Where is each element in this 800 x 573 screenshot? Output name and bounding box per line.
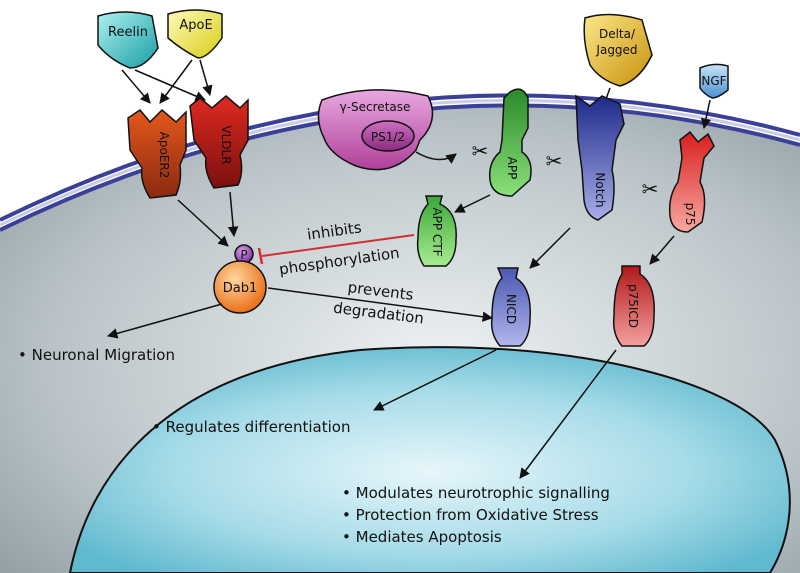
dab1-label: Dab1 <box>223 281 258 296</box>
vldlr-receptor <box>189 95 249 189</box>
arrow-app-ctf <box>454 194 491 213</box>
ngf-ligand <box>699 63 729 99</box>
outcome-modulates-signalling: • Modulates neurotrophic signalling <box>342 484 610 502</box>
arrow-apoe-vldlr <box>199 59 213 97</box>
arrow-reelin-apoer2 <box>121 69 151 104</box>
vldlr-label: VLDLR <box>219 125 233 164</box>
p75icd-label: p75ICD <box>626 284 640 328</box>
p75icd-fragment <box>612 265 655 347</box>
arrow-apoer2-dab1 <box>177 199 229 247</box>
arrow-apoe-apoer2 <box>159 59 193 104</box>
arrow-vldlr-dab1 <box>227 191 239 238</box>
app-ctf-label: APP CTF <box>430 207 444 256</box>
reelin-label: Reelin <box>108 25 148 40</box>
ps12-label: PS1/2 <box>371 130 405 144</box>
notch-label: Notch <box>593 172 607 207</box>
apoer2-receptor <box>127 108 187 199</box>
reelin-ligand <box>97 11 159 69</box>
arrow-p75icd-outcomes <box>519 349 617 479</box>
delta-jagged-label-line2: Jagged <box>595 43 637 57</box>
dab1-protein <box>213 260 267 314</box>
app-ctf-fragment <box>416 195 457 267</box>
app-label: APP <box>505 157 519 180</box>
scissors-icon-notch: ✂ <box>546 149 563 173</box>
apoer2-label: ApoER2 <box>157 132 171 179</box>
notch-receptor <box>575 94 625 221</box>
p75-receptor <box>668 130 715 233</box>
outcome-regulates-differentiation: • Regulates differentiation <box>152 418 350 436</box>
delta-jagged-ligand <box>583 13 653 87</box>
ngf-label: NGF <box>701 74 726 88</box>
inhibition-bar <box>257 247 264 265</box>
arrow-notch-nicd <box>529 227 571 269</box>
gamma-secretase-label: γ-Secretase <box>340 100 411 114</box>
arrow-reelin-vldlr <box>134 69 206 102</box>
outcome-oxidative-stress: • Protection from Oxidative Stress <box>342 506 599 524</box>
inhibition-line <box>261 234 415 257</box>
nucleus <box>68 346 791 573</box>
arrow-dab1-nicd <box>267 287 494 322</box>
delta-jagged-label-line1: Delta/ <box>599 27 636 41</box>
arrow-ngf-p75 <box>700 99 712 130</box>
nicd-label: NICD <box>504 294 518 324</box>
apoe-label: ApoE <box>179 18 212 33</box>
phosphate-label: P <box>240 248 247 262</box>
app-receptor <box>488 88 532 197</box>
outcome-neuronal-migration: • Neuronal Migration <box>18 346 175 364</box>
arrow-secretase-app <box>415 151 457 164</box>
nicd-fragment <box>490 267 531 347</box>
scissors-icon-p75: ✂ <box>642 177 659 201</box>
arrow-dab1-migration <box>106 303 223 339</box>
arrow-p75-p75icd <box>649 235 675 265</box>
arrow-nicd-differentiation <box>373 349 497 411</box>
outcome-apoptosis: • Mediates Apoptosis <box>342 528 502 546</box>
p75-label: p75 <box>683 203 697 226</box>
scissors-icon-app: ✂ <box>472 139 489 163</box>
ps12-subunit <box>361 120 415 152</box>
apoe-ligand <box>167 9 223 59</box>
